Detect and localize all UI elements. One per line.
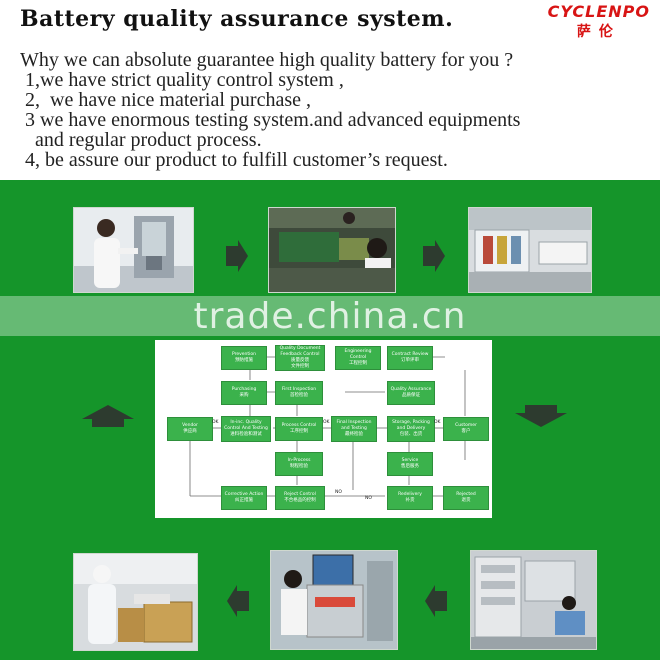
flow-box-contract-review: Contract Review 订单评审 xyxy=(387,346,433,370)
flow-box-first-inspection: First Inspection 首检检验 xyxy=(275,381,323,405)
flow-box-redelivery: Redelivery 补货 xyxy=(387,486,433,510)
flow-label-no: NO xyxy=(365,496,372,501)
flow-label-ok: OK xyxy=(212,420,219,425)
flow-box-in-process: In-Process 制程检验 xyxy=(275,452,323,476)
arrow-right-icon xyxy=(423,240,445,272)
intro-point-4: 4, be assure our product to fulfill cust… xyxy=(20,149,448,171)
flow-box-prevention: Prevention 预防措施 xyxy=(221,346,267,370)
flow-label-ok: OK xyxy=(434,420,441,425)
flow-box-final-inspection: Final Inspection and Testing 最终检验 xyxy=(331,416,377,442)
intro-point-2: 2, we have nice material purchase , xyxy=(20,89,311,111)
arrow-left-icon xyxy=(227,585,249,617)
flow-box-rejected: Rejected 退货 xyxy=(443,486,489,510)
intro-point-3-cont: and regular product process. xyxy=(20,129,262,151)
flow-box-vendor: Vendor 供应商 xyxy=(167,417,213,441)
watermark-band xyxy=(0,296,660,336)
flow-box-incoming-quality: In-inc. Quality Control And Testing 进料检验… xyxy=(221,416,271,442)
header-section: Battery quality assurance system. CYCLEN… xyxy=(0,0,660,178)
watermark: trade.china.cn xyxy=(193,296,467,337)
flow-box-engineering: Engineering Control 工程控制 xyxy=(335,346,381,370)
flow-box-storage-packing: Storage, Packing and Delivery 包装、出货 xyxy=(387,416,435,442)
intro-point-1: 1,we have strict quality control system … xyxy=(20,69,344,91)
brand-logo: CYCLENPO 萨伦 xyxy=(548,2,650,41)
photo-computer-testing xyxy=(270,550,398,650)
photo-cell-testing-rack xyxy=(470,550,597,650)
brand-name: CYCLENPO xyxy=(547,2,650,21)
photo-lab-testing xyxy=(73,207,194,293)
flow-label-ok: OK xyxy=(323,420,330,425)
flow-box-quality-assurance: Quality Assurance 品质保证 xyxy=(387,381,435,405)
flow-box-service: Service 售后服务 xyxy=(387,452,433,476)
intro-text: Why we can absolute guarantee high quali… xyxy=(20,50,650,170)
intro-point-3: 3 we have enormous testing system.and ad… xyxy=(20,109,521,131)
arrow-up-icon xyxy=(82,405,134,427)
flow-box-corrective-action: Corrective Action 纠正措施 xyxy=(221,486,267,510)
page-title: Battery quality assurance system. xyxy=(20,6,454,32)
photo-packing-worker xyxy=(73,553,198,651)
arrow-left-icon xyxy=(425,585,447,617)
flow-box-process-control: Process Control 工序控制 xyxy=(275,417,323,441)
flow-box-quality-document: Quality Document Feedback Control 质量反馈 文… xyxy=(275,345,325,371)
flow-box-customer: Customer 客户 xyxy=(443,417,489,441)
flow-box-purchasing: Purchasing 采购 xyxy=(221,381,267,405)
arrow-right-icon xyxy=(226,240,248,272)
flow-label-no: NO xyxy=(335,490,342,495)
arrow-down-icon xyxy=(515,405,567,427)
brand-chinese-name: 萨伦 xyxy=(576,24,621,40)
photo-assembly-line xyxy=(268,207,396,293)
quality-flowchart: Prevention 预防措施 Quality Document Feedbac… xyxy=(155,340,492,518)
intro-question: Why we can absolute guarantee high quali… xyxy=(20,49,514,71)
photo-testing-equipment xyxy=(468,207,592,293)
flow-box-reject-control: Reject Control 不合格品的控制 xyxy=(275,486,325,510)
